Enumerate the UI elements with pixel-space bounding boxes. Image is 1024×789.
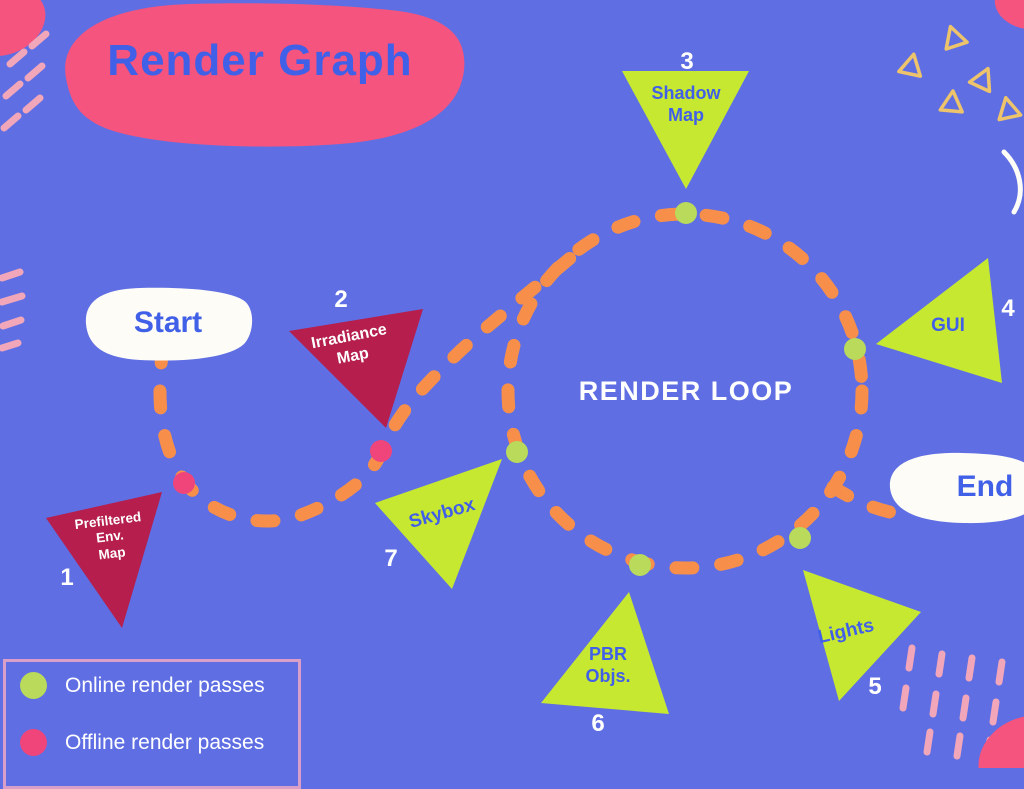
node-triangle-irradiance-map bbox=[289, 309, 423, 428]
node-number-irradiance: 2 bbox=[334, 286, 348, 313]
offline-pass-dot-prefiltered bbox=[173, 472, 195, 494]
render-loop-label: RENDER LOOP bbox=[578, 376, 794, 406]
node-triangle-prefiltered-env-map bbox=[46, 492, 162, 628]
online-pass-dot-gui bbox=[844, 338, 866, 360]
legend-offline-label: Offline render passes bbox=[65, 730, 265, 754]
online-pass-dot-lights bbox=[789, 527, 811, 549]
node-triangle-shadow-map bbox=[622, 71, 749, 189]
node-number-pbr: 6 bbox=[591, 710, 605, 737]
page-title: Render Graph bbox=[107, 36, 413, 85]
legend-item-offline: Offline render passes bbox=[20, 729, 298, 756]
decor-top-right bbox=[897, 0, 1024, 215]
offline-pass-dot-irradiance bbox=[370, 440, 392, 462]
title-blob bbox=[65, 3, 465, 147]
node-label-pbr-objs: PBR Objs. bbox=[585, 644, 631, 686]
legend-online-label: Online render passes bbox=[65, 673, 265, 697]
legend: Online render passes Offline render pass… bbox=[3, 659, 301, 789]
online-pass-dot-skybox bbox=[506, 441, 528, 463]
legend-item-online: Online render passes bbox=[20, 672, 298, 699]
render-loop-path bbox=[501, 207, 869, 575]
decor-top-left bbox=[0, 0, 50, 132]
start-to-loop-path bbox=[153, 247, 582, 528]
start-blob bbox=[85, 287, 253, 361]
decor-bottom-right bbox=[899, 644, 1024, 768]
node-number-gui: 4 bbox=[1001, 295, 1015, 322]
end-blob bbox=[889, 452, 1024, 524]
online-pass-dot-pbr-objs bbox=[629, 554, 651, 576]
node-triangle-gui bbox=[876, 258, 1002, 383]
offline-pass-dot-icon bbox=[20, 729, 47, 756]
end-label: End bbox=[956, 470, 1014, 503]
online-pass-dot-shadow-map bbox=[675, 202, 697, 224]
decor-left-edge bbox=[0, 268, 26, 352]
diagram-canvas bbox=[0, 0, 1024, 768]
node-number-shadow: 3 bbox=[680, 48, 694, 75]
start-label: Start bbox=[133, 306, 203, 339]
online-pass-dot-icon bbox=[20, 672, 47, 699]
node-triangle-pbr-objs bbox=[541, 592, 669, 714]
node-number-lights: 5 bbox=[868, 673, 882, 700]
node-label-gui: GUI bbox=[931, 315, 965, 336]
node-number-prefiltered: 1 bbox=[60, 564, 74, 591]
node-label-shadow-map: Shadow Map bbox=[651, 83, 721, 125]
node-triangle-lights bbox=[803, 570, 921, 701]
node-number-skybox: 7 bbox=[384, 545, 398, 572]
loop-to-end-path bbox=[826, 480, 919, 523]
node-triangle-skybox bbox=[375, 459, 502, 589]
